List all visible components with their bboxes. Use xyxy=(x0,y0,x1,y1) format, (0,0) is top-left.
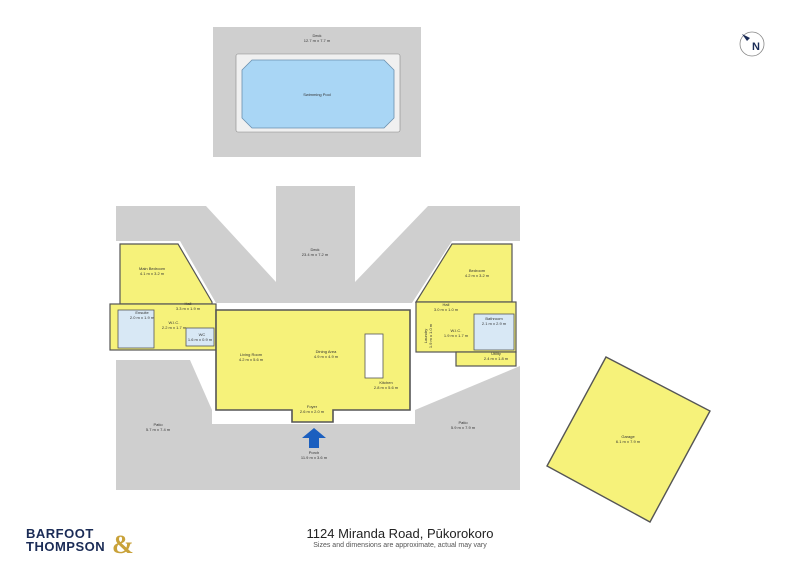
room-size-living: 4.2 m x 5.6 m xyxy=(239,357,264,362)
patio-right-area xyxy=(415,366,520,490)
room-size-hall-left: 3.3 m x 1.9 m xyxy=(176,306,201,311)
room-size-wic-left: 2.2 m x 1.7 m xyxy=(162,325,187,330)
porch-area xyxy=(212,424,415,490)
disclaimer-text: Sizes and dimensions are approximate, ac… xyxy=(313,542,487,549)
room-label-utility: Utility xyxy=(491,351,501,356)
room-size-garage: 6.1 m x 7.9 m xyxy=(616,439,641,444)
room-label-hall-left: Hall xyxy=(185,301,192,306)
room-label-patio-left: Patio xyxy=(153,422,163,427)
pool-water xyxy=(241,59,395,129)
room-label-ensuite: Ensuite xyxy=(135,310,149,315)
room-size-kitchen: 2.8 m x 5.6 m xyxy=(374,385,399,390)
room-size-laundry: 1.9 m x 1.0 m xyxy=(428,323,433,348)
room-label-deck-top: Deck xyxy=(312,33,321,38)
brand-line2: THOMPSON xyxy=(26,539,106,554)
address-title: 1124 Miranda Road, Pūkorokoro xyxy=(306,526,494,541)
room-size-bedroom: 4.2 m x 3.2 m xyxy=(465,273,490,278)
brand-line1: BARFOOT xyxy=(26,526,94,541)
room-size-ensuite: 2.0 m x 1.9 m xyxy=(130,315,155,320)
room-label-pool: Swimming Pool xyxy=(303,92,331,97)
brand-ampersand: & xyxy=(112,530,134,559)
room-size-porch: 11.9 m x 3.6 m xyxy=(301,455,328,460)
kitchen-island xyxy=(364,333,384,379)
room-size-patio-left: 5.7 m x 7.4 m xyxy=(146,427,171,432)
room-size-foyer: 2.6 m x 2.0 m xyxy=(300,409,325,414)
brand-logo: BARFOOT THOMPSON & xyxy=(26,526,146,559)
room-label-bedroom: Bedroom xyxy=(469,268,486,273)
entry-arrow xyxy=(302,428,326,448)
room-label-bathroom: Bathroom xyxy=(485,316,503,321)
deck-mid-area xyxy=(116,186,520,303)
utility-area xyxy=(455,351,517,367)
ensuite-area xyxy=(117,309,155,349)
garage-area xyxy=(546,356,711,523)
room-size-wic-right: 1.9 m x 1.7 m xyxy=(444,333,469,338)
master-bedroom-area xyxy=(119,243,213,305)
compass-arrow-icon xyxy=(742,34,750,41)
room-label-dining: Dining Area xyxy=(316,349,337,354)
room-size-master: 4.1 m x 3.2 m xyxy=(140,271,165,276)
room-label-master: Main Bedroom xyxy=(139,266,166,271)
room-size-deck-top: 12.7 m x 7.7 m xyxy=(304,38,331,43)
room-size-bathroom: 2.1 m x 2.9 m xyxy=(482,321,507,326)
room-label-wic-left: W.I.C. xyxy=(169,320,180,325)
room-label-deck-mid: Deck xyxy=(310,247,319,252)
room-label-patio-right: Patio xyxy=(458,420,468,425)
room-size-hall-right: 3.0 m x 1.0 m xyxy=(434,307,459,312)
room-size-wc: 1.6 m x 0.9 m xyxy=(188,337,213,342)
room-label-wc: WC xyxy=(199,332,206,337)
wc-area xyxy=(185,327,215,347)
room-label-kitchen: Kitchen xyxy=(379,380,392,385)
room-label-hall-right: Hall xyxy=(443,302,450,307)
bathroom-area xyxy=(473,313,515,351)
patio-left-area xyxy=(116,360,212,490)
room-size-utility: 2.4 m x 1.8 m xyxy=(484,356,509,361)
compass-label: N xyxy=(752,41,760,53)
room-size-dining: 4.9 m x 4.9 m xyxy=(314,354,339,359)
room-label-foyer: Foyer xyxy=(307,404,318,409)
main-living-area xyxy=(215,309,411,423)
room-label-living: Living Room xyxy=(240,352,263,357)
room-label-porch: Porch xyxy=(309,450,319,455)
room-size-patio-right: 5.9 m x 7.9 m xyxy=(451,425,476,430)
room-size-deck-mid: 23.4 m x 7.2 m xyxy=(302,252,329,257)
room-label-garage: Garage xyxy=(621,434,635,439)
room-label-laundry: Laundry xyxy=(423,329,428,343)
room-label-wic-right: W.I.C. xyxy=(451,328,462,333)
